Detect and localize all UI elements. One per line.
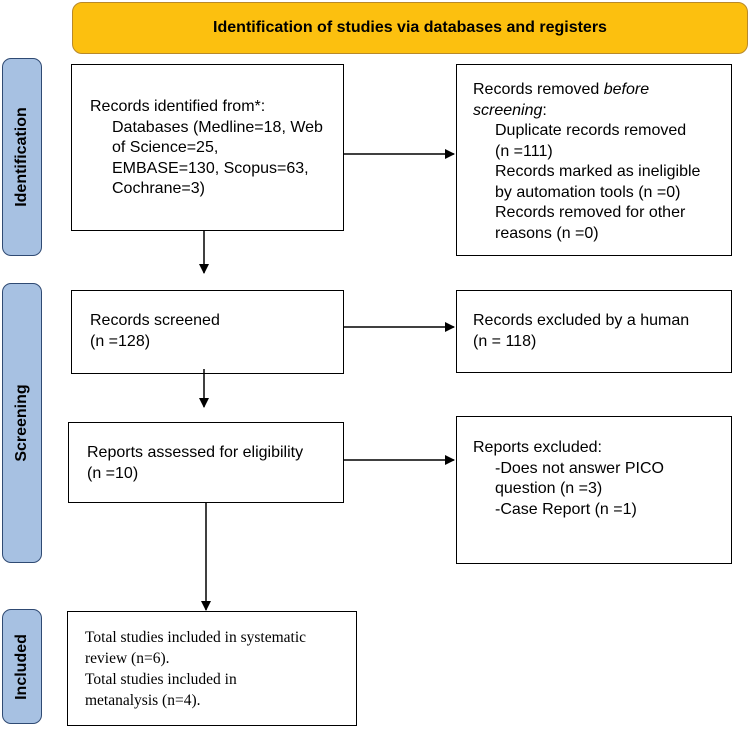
studies-included-line: review (n=6). [85, 650, 170, 667]
studies-included-line: Total studies included in systematic [85, 629, 307, 646]
reports-assessed-label: Reports assessed for eligibility [87, 444, 304, 461]
records-removed-box: Records removed before screening: Duplic… [456, 64, 732, 256]
header-banner: Identification of studies via databases … [72, 2, 748, 54]
studies-included-line: Total studies included in [85, 671, 237, 688]
records-removed-lead-cont: screening: [473, 101, 547, 119]
records-screened-label: Records screened [90, 312, 220, 329]
records-excluded-label: Records excluded by a human [473, 312, 690, 329]
phase-screening: Screening [2, 283, 42, 563]
reports-excluded-box: Reports excluded: -Does not answer PICO … [456, 416, 732, 564]
records-removed-line: Duplicate records removed [495, 122, 687, 139]
studies-included-box: Total studies included in systematic rev… [67, 611, 357, 726]
reports-assessed-count: (n =10) [87, 464, 139, 482]
records-identified-line: Databases (Medline=18, Web [112, 118, 323, 136]
records-removed-line: by automation tools (n =0) [495, 183, 681, 201]
records-identified-line: Cochrane=3) [112, 180, 205, 197]
phase-identification: Identification [2, 58, 42, 256]
records-removed-line: Records removed for other [495, 204, 686, 221]
reports-excluded-line: question (n =3) [495, 480, 603, 497]
records-removed-line: Records marked as ineligible [495, 163, 701, 180]
records-identified-line: EMBASE=130, Scopus=63, [112, 159, 309, 177]
records-identified-box: Records identified from*: Databases (Med… [71, 64, 344, 231]
records-removed-line: (n =111) [495, 142, 553, 160]
records-identified-line: of Science=25, [112, 139, 219, 156]
studies-included-line: metanalysis (n=4). [85, 692, 201, 709]
records-excluded-count: (n = 118) [473, 332, 537, 350]
records-removed-line: reasons (n =0) [495, 224, 599, 242]
reports-excluded-line: -Does not answer PICO [495, 459, 664, 477]
reports-excluded-line: -Case Report (n =1) [495, 500, 637, 518]
reports-excluded-lead: Reports excluded: [473, 439, 602, 456]
phase-included: Included [2, 609, 42, 724]
records-identified-lead: Records identified from*: [90, 98, 266, 115]
records-excluded-box: Records excluded by a human (n = 118) [456, 290, 732, 373]
reports-assessed-box: Reports assessed for eligibility (n =10) [68, 422, 344, 503]
records-screened-count: (n =128) [90, 332, 151, 350]
records-removed-lead: Records removed before [473, 81, 650, 98]
header-title: Identification of studies via databases … [213, 19, 607, 36]
records-screened-box: Records screened (n =128) [71, 290, 344, 374]
